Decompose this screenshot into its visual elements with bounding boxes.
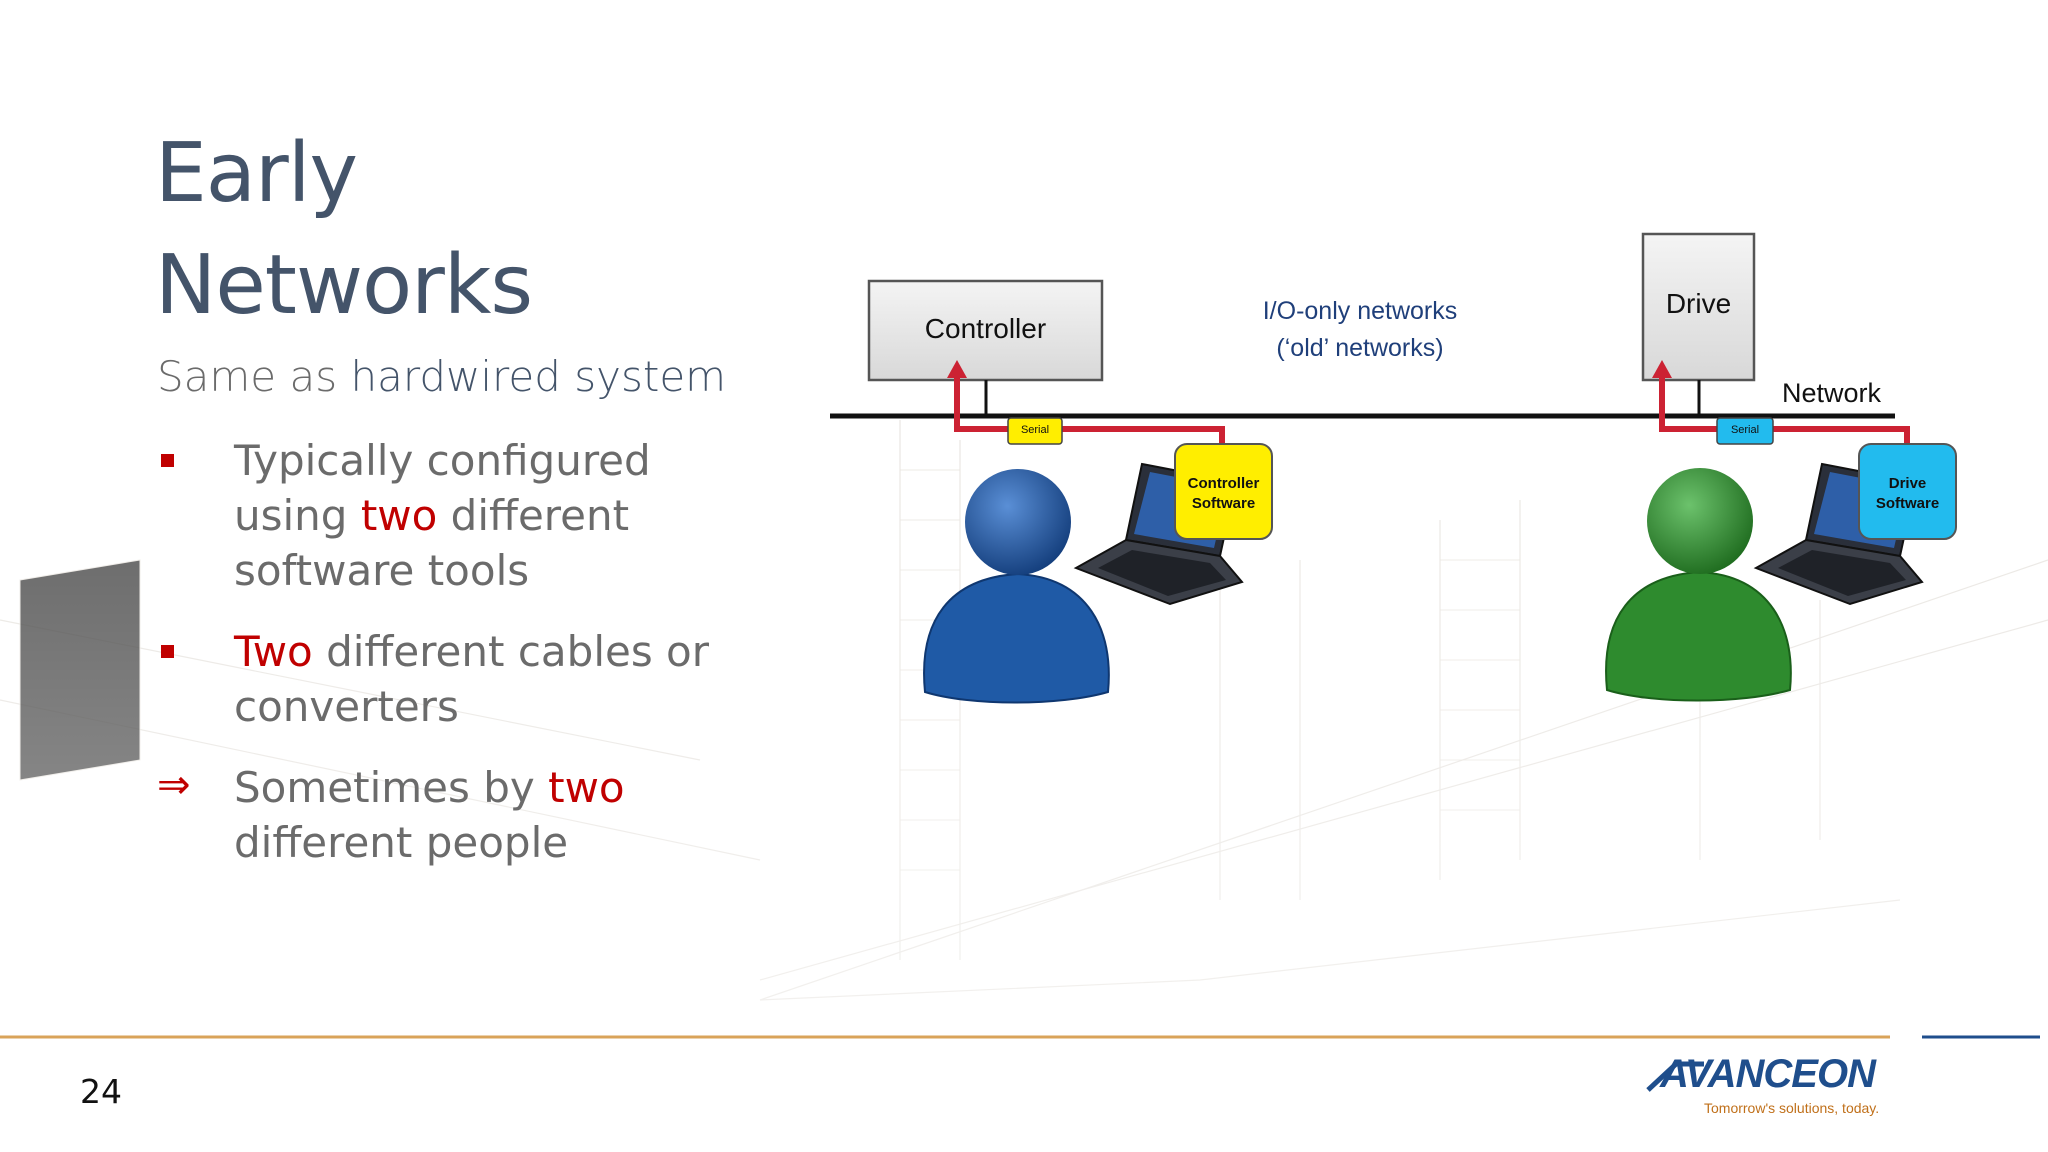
subtitle: Same as hardwired system [157,352,726,401]
bullet-3-text: Sometimes by two different people [234,760,757,870]
serial-label-left: Serial [1020,424,1050,436]
bullet-1-post: different software tools [234,491,630,595]
drive-label: Drive [1665,288,1732,319]
bullet-3: ⇒ Sometimes by two different people [157,760,757,870]
subtitle-highlight: hardwired system [350,352,727,401]
slide-title: Early Networks [155,118,755,342]
serial-converter-left [1007,417,1063,445]
company-logo: AVANCEON [1660,1052,1876,1096]
controller-software-line-1: Controller [1187,475,1260,492]
bullet-1-text: Typically configured using two different… [234,433,757,598]
implies-arrow-icon: ⇒ [157,762,191,808]
serial-cable-right [1659,372,1910,452]
drive-software-line-2: Software [1875,495,1940,512]
bullet-1-red: two [360,491,438,540]
title-line-1: Early [155,126,358,221]
drive-software-box [1858,443,1957,540]
logo-swoosh-icon [1646,1061,1704,1092]
drive-software-label: Drive Software [1859,474,1956,514]
cable-arrow-left [947,360,967,378]
bullet-2-post: different cables or converters [234,627,710,731]
bullet-3-post: different people [234,818,569,867]
serial-label-right: Serial [1730,424,1760,436]
network-caption-line-1: I/O-only networks [1262,297,1458,325]
page-number: 24 [80,1072,122,1111]
network-caption-line-2: (‘old’ networks) [1276,334,1444,362]
controller-box [867,279,1104,382]
bullet-2: Two different cables or converters [157,624,757,734]
controller-label: Controller [924,313,1047,344]
cable-arrow-right [1652,360,1672,378]
serial-converter-right [1716,417,1774,445]
controller-software-line-2: Software [1191,495,1256,512]
network-label: Network [1782,378,1882,408]
controller-software-box [1174,443,1273,540]
bullet-3-pre: Sometimes by [234,763,549,812]
bullet-2-red: Two [234,627,313,676]
bullet-3-red: two [548,763,625,812]
person-right-icon [1605,468,1792,702]
bullet-2-text: Two different cables or converters [234,624,757,734]
drive-software-line-1: Drive [1888,475,1927,492]
bullet-1-pre: Typically configured using [234,436,651,540]
serial-cable-left [954,372,1225,452]
title-line-2: Networks [155,238,533,333]
subtitle-prefix: Same as [157,352,351,401]
bullet-1: Typically configured using two different… [157,433,757,598]
controller-software-label: Controller Software [1175,474,1272,514]
network-caption: I/O-only networks (‘old’ networks) [1220,293,1500,367]
person-left-icon [923,469,1110,704]
logo-tagline: Tomorrow's solutions, today. [1704,1100,1880,1116]
